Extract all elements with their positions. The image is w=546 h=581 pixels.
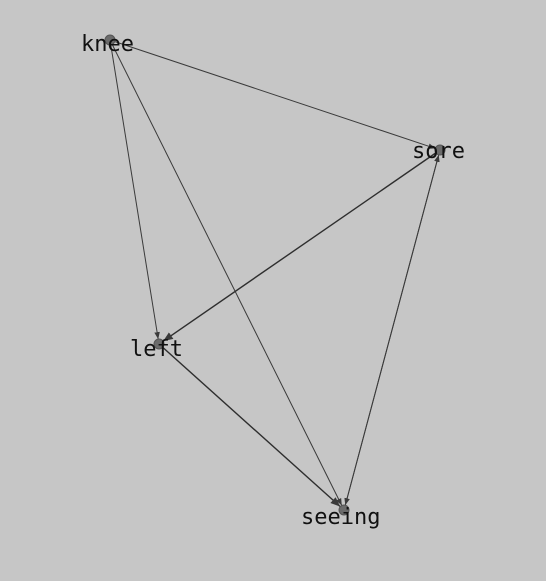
edge-knee-to-seeing — [109, 39, 343, 506]
node-label-left: left — [130, 337, 183, 362]
node-label-sore: sore — [412, 139, 465, 164]
node-left[interactable]: left — [130, 337, 183, 362]
edge-knee-to-left — [109, 39, 160, 340]
node-sore[interactable]: sore — [412, 139, 465, 164]
edge-seeing-to-sore — [343, 154, 440, 511]
node-marker[interactable] — [104, 34, 116, 46]
edge-sore-to-left — [162, 149, 441, 342]
node-label-knee: knee — [81, 32, 134, 57]
edge-layer — [109, 39, 441, 511]
node-label-seeing: seeing — [301, 505, 380, 530]
node-marker[interactable] — [434, 144, 446, 156]
node-seeing[interactable]: seeing — [301, 504, 380, 530]
edge-left-to-seeing — [158, 343, 341, 508]
node-knee[interactable]: knee — [81, 32, 134, 57]
node-marker[interactable] — [153, 338, 165, 350]
node-marker[interactable] — [338, 504, 350, 516]
edge-knee-to-sore — [109, 39, 436, 149]
node-layer: knee sore left seeing — [81, 32, 465, 530]
